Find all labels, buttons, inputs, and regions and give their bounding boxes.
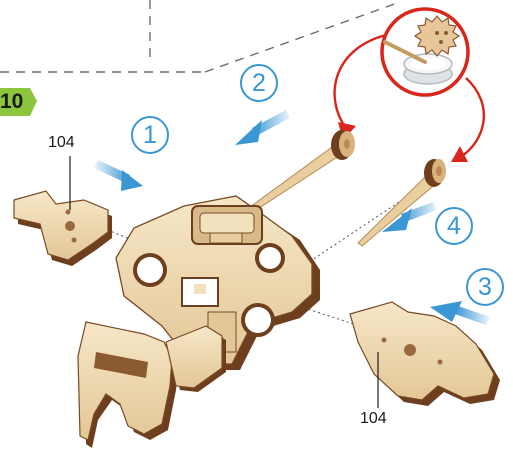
- dashed-outline: [0, 0, 400, 72]
- part-label-right: 104: [360, 410, 387, 428]
- step-marker-3: 3: [466, 268, 504, 306]
- dowel-icon: [246, 130, 355, 214]
- arrow-icon: [94, 160, 143, 191]
- step-number: 10: [0, 90, 28, 114]
- leader-line-left: [60, 156, 80, 216]
- gluing-callout-icon: [382, 9, 468, 95]
- leg-assembly: [78, 322, 226, 448]
- step-marker-2: 2: [240, 64, 278, 102]
- arrow-icon: [235, 110, 290, 145]
- leader-line-right: [368, 350, 388, 410]
- part-label-left: 104: [48, 134, 75, 152]
- step-marker-1: 1: [131, 116, 169, 154]
- step-marker-4: 4: [435, 207, 473, 245]
